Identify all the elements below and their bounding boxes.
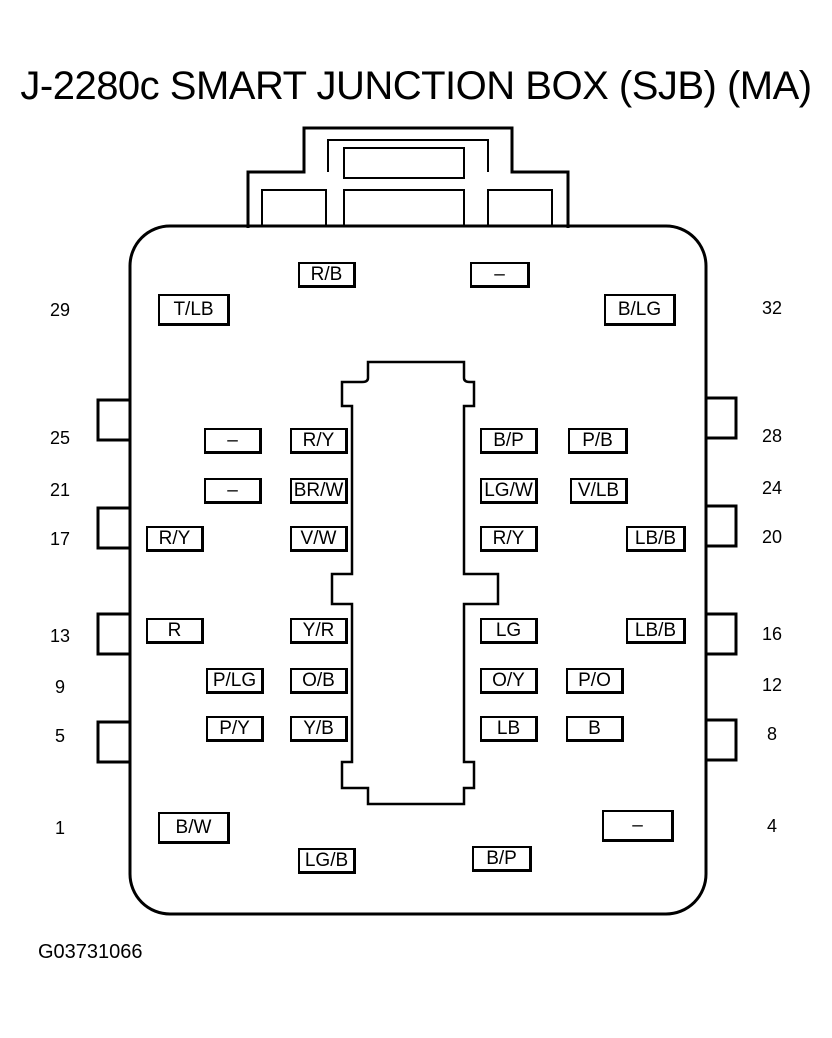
- shroud-slot-left: [261, 189, 327, 227]
- pin-number-29: 29: [49, 300, 71, 320]
- wire-label-top-right: –: [470, 262, 530, 288]
- wire-label-pin-9: P/LG: [206, 668, 264, 694]
- pin-number-16: 16: [761, 624, 783, 644]
- wire-label-pin-11: O/Y: [480, 668, 538, 694]
- top-shroud: [246, 126, 570, 228]
- wire-label-pin-17: R/Y: [146, 526, 204, 552]
- latch-left-13: [96, 612, 130, 656]
- wire-label-pin-14: Y/R: [290, 618, 348, 644]
- pin-number-20: 20: [761, 527, 783, 547]
- wire-label-pin-6: Y/B: [290, 716, 348, 742]
- wire-label-pin-19: R/Y: [480, 526, 538, 552]
- wire-label-bottom-left: LG/B: [298, 848, 356, 874]
- latch-right-20: [706, 504, 738, 548]
- wire-label-pin-4: –: [602, 810, 674, 842]
- pin-number-12: 12: [761, 675, 783, 695]
- wire-label-pin-29: T/LB: [158, 294, 230, 326]
- latch-left-25: [96, 398, 130, 442]
- wire-label-pin-22: BR/W: [290, 478, 348, 504]
- wire-label-pin-18: V/W: [290, 526, 348, 552]
- pin-number-4: 4: [766, 816, 777, 836]
- figure-id: G03731066: [38, 941, 143, 963]
- wire-label-pin-27: B/P: [480, 428, 538, 454]
- shroud-slot-center: [343, 189, 465, 227]
- wire-label-pin-13: R: [146, 618, 204, 644]
- wire-label-pin-24: V/LB: [570, 478, 628, 504]
- center-keyway: [330, 360, 500, 806]
- wire-label-pin-20: LB/B: [626, 526, 686, 552]
- shroud-slot-right: [487, 189, 553, 227]
- wire-label-pin-10: O/B: [290, 668, 348, 694]
- pin-number-1: 1: [54, 818, 65, 838]
- latch-left-5: [96, 720, 130, 764]
- pin-number-25: 25: [49, 428, 71, 448]
- wire-label-pin-16: LB/B: [626, 618, 686, 644]
- wire-label-pin-7: LB: [480, 716, 538, 742]
- pin-number-32: 32: [761, 298, 783, 318]
- wire-label-top-left: R/B: [298, 262, 356, 288]
- wire-label-pin-23: LG/W: [480, 478, 538, 504]
- pin-number-9: 9: [54, 677, 65, 697]
- wire-label-pin-5: P/Y: [206, 716, 264, 742]
- wire-label-pin-1: B/W: [158, 812, 230, 844]
- pin-number-8: 8: [766, 724, 777, 744]
- wire-label-pin-32: B/LG: [604, 294, 676, 326]
- wire-label-bottom-right: B/P: [472, 846, 532, 872]
- top-shroud-inner: [327, 139, 489, 172]
- pin-number-24: 24: [761, 478, 783, 498]
- latch-left-17: [96, 506, 130, 550]
- diagram-title: J-2280c SMART JUNCTION BOX (SJB) (MA): [20, 64, 812, 108]
- latch-right-28: [706, 396, 738, 440]
- wire-label-pin-15: LG: [480, 618, 538, 644]
- pin-number-5: 5: [54, 726, 65, 746]
- pin-number-13: 13: [49, 626, 71, 646]
- wire-label-pin-12: P/O: [566, 668, 624, 694]
- wire-label-pin-25: –: [204, 428, 262, 454]
- pin-number-17: 17: [49, 529, 71, 549]
- wire-label-pin-8: B: [566, 716, 624, 742]
- pin-number-21: 21: [49, 480, 71, 500]
- wire-label-pin-26: R/Y: [290, 428, 348, 454]
- latch-right-16: [706, 612, 738, 656]
- latch-right-8: [706, 718, 738, 762]
- connector-body: [128, 224, 708, 916]
- pin-number-28: 28: [761, 426, 783, 446]
- shroud-window-center: [343, 147, 465, 179]
- wire-label-pin-21: –: [204, 478, 262, 504]
- wire-label-pin-28: P/B: [568, 428, 628, 454]
